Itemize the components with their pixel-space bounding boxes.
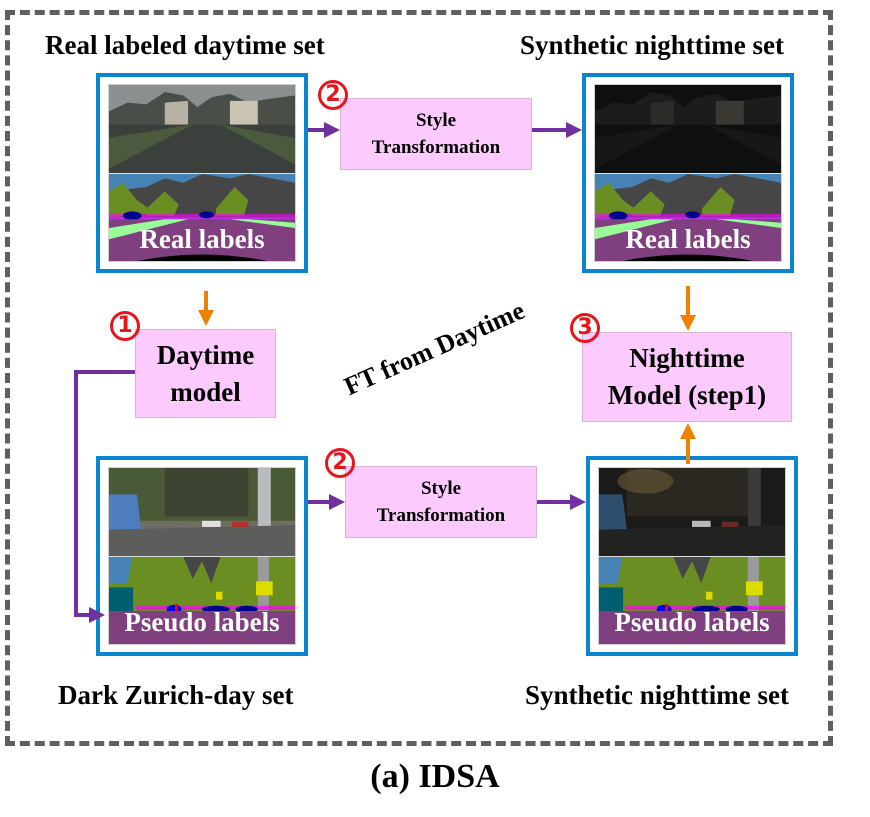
image-box-synthetic-night-top: Real labels [582, 73, 794, 273]
nighttime-model-box: Nighttime Model (step1) [582, 332, 792, 422]
title-dark-zurich-day-set: Dark Zurich-day set [58, 680, 294, 710]
style-transformation-box-bottom: Style Transformation [345, 466, 537, 538]
seg-label-real-labels: Real labels [139, 224, 265, 254]
step-marker-3: 3 [570, 313, 600, 343]
seg-label-pseudo-labels: Pseudo labels [124, 607, 280, 637]
photo-night-street [595, 85, 781, 173]
photo-daytime-street [109, 85, 295, 173]
dashed-frame [5, 10, 833, 746]
segmentation-real-labels: Real labels [109, 173, 295, 261]
segmentation-real-labels: Real labels [595, 173, 781, 261]
photo-zurich-day-street [109, 468, 295, 556]
step-marker-2-top: 2 [318, 80, 348, 110]
style-transformation-line1: Style [415, 110, 457, 131]
style-transformation-line2: Transformation [371, 137, 501, 158]
daytime-model-line2: model [170, 376, 241, 407]
nighttime-model-line2: Model (step1) [607, 380, 767, 410]
seg-label-real-labels: Real labels [625, 224, 751, 254]
segmentation-pseudo-labels: Pseudo labels [109, 556, 295, 644]
style-transformation-line2: Transformation [376, 505, 506, 526]
nighttime-model-line1: Nighttime [629, 343, 745, 373]
daytime-model-box: Daytime model [135, 329, 276, 418]
image-box-real-daytime: Real labels [96, 73, 308, 273]
title-real-daytime-set: Real labeled daytime set [45, 30, 325, 60]
step-marker-1: 1 [110, 311, 140, 341]
image-box-synthetic-night-bottom: Pseudo labels [586, 456, 798, 656]
figure-caption: (a) IDSA [370, 758, 500, 795]
title-synthetic-nighttime-set-top: Synthetic nighttime set [520, 30, 784, 60]
style-transformation-box-top: Style Transformation [340, 98, 532, 170]
step-marker-2-bottom: 2 [325, 448, 355, 478]
segmentation-pseudo-labels: Pseudo labels [599, 556, 785, 644]
style-transformation-line1: Style [420, 478, 462, 499]
seg-label-pseudo-labels: Pseudo labels [614, 607, 770, 637]
daytime-model-line1: Daytime [156, 339, 255, 370]
image-box-dark-zurich-day: Pseudo labels [96, 456, 308, 656]
photo-zurich-night-street [599, 468, 785, 556]
title-synthetic-nighttime-set-bottom: Synthetic nighttime set [525, 680, 789, 710]
